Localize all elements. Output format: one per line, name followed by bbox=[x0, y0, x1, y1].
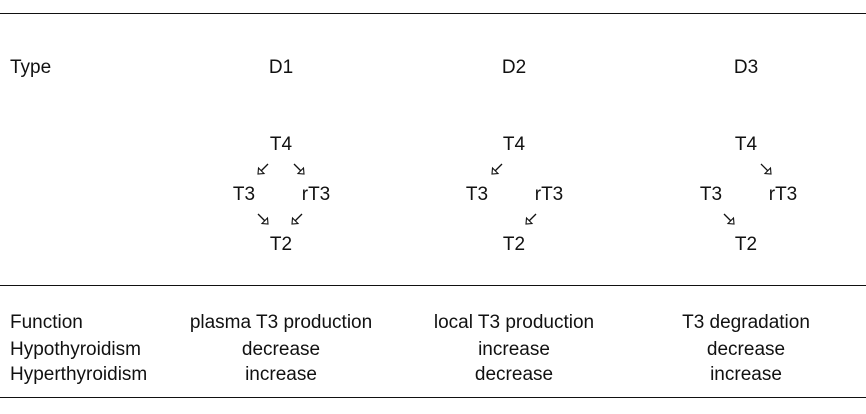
d2-rt3: rT3 bbox=[534, 184, 564, 205]
d2-t3: T3 bbox=[465, 184, 489, 205]
d1-t2: T2 bbox=[269, 234, 293, 255]
d1-t4: T4 bbox=[269, 134, 293, 155]
cell-hypo-d2: increase bbox=[478, 339, 550, 360]
cell-hyper-d3: increase bbox=[710, 364, 782, 385]
arrow-down-left-icon bbox=[524, 212, 538, 226]
arrow-down-right-icon bbox=[256, 212, 270, 226]
middle-rule bbox=[0, 285, 866, 286]
d1-t3: T3 bbox=[232, 184, 256, 205]
d2-t4: T4 bbox=[502, 134, 526, 155]
header-d1: D1 bbox=[268, 57, 294, 78]
row-label-function: Function bbox=[10, 312, 83, 333]
d3-t2: T2 bbox=[734, 234, 758, 255]
cell-hyper-d1: increase bbox=[245, 364, 317, 385]
header-d3: D3 bbox=[733, 57, 759, 78]
bottom-rule bbox=[0, 397, 866, 398]
arrow-down-left-icon bbox=[290, 212, 304, 226]
arrow-down-right-icon bbox=[722, 212, 736, 226]
arrow-down-right-icon bbox=[292, 162, 306, 176]
d3-rt3: rT3 bbox=[768, 184, 798, 205]
cell-function-d3: T3 degradation bbox=[682, 312, 810, 333]
header-d2: D2 bbox=[501, 57, 527, 78]
cell-function-d2: local T3 production bbox=[433, 312, 595, 333]
cell-function-d1: plasma T3 production bbox=[189, 312, 373, 333]
row-label-hypothyroidism: Hypothyroidism bbox=[10, 339, 141, 360]
header-type-label: Type bbox=[10, 57, 52, 78]
row-label-hyperthyroidism: Hyperthyroidism bbox=[10, 364, 148, 385]
d3-t4: T4 bbox=[734, 134, 758, 155]
d2-t2: T2 bbox=[502, 234, 526, 255]
cell-hypo-d3: decrease bbox=[706, 339, 786, 360]
arrow-down-left-icon bbox=[256, 162, 270, 176]
d1-rt3: rT3 bbox=[301, 184, 331, 205]
arrow-down-left-icon bbox=[490, 162, 504, 176]
top-rule bbox=[0, 13, 866, 14]
d3-t3: T3 bbox=[699, 184, 723, 205]
cell-hyper-d2: decrease bbox=[474, 364, 554, 385]
cell-hypo-d1: decrease bbox=[241, 339, 321, 360]
arrow-down-right-icon bbox=[759, 162, 773, 176]
